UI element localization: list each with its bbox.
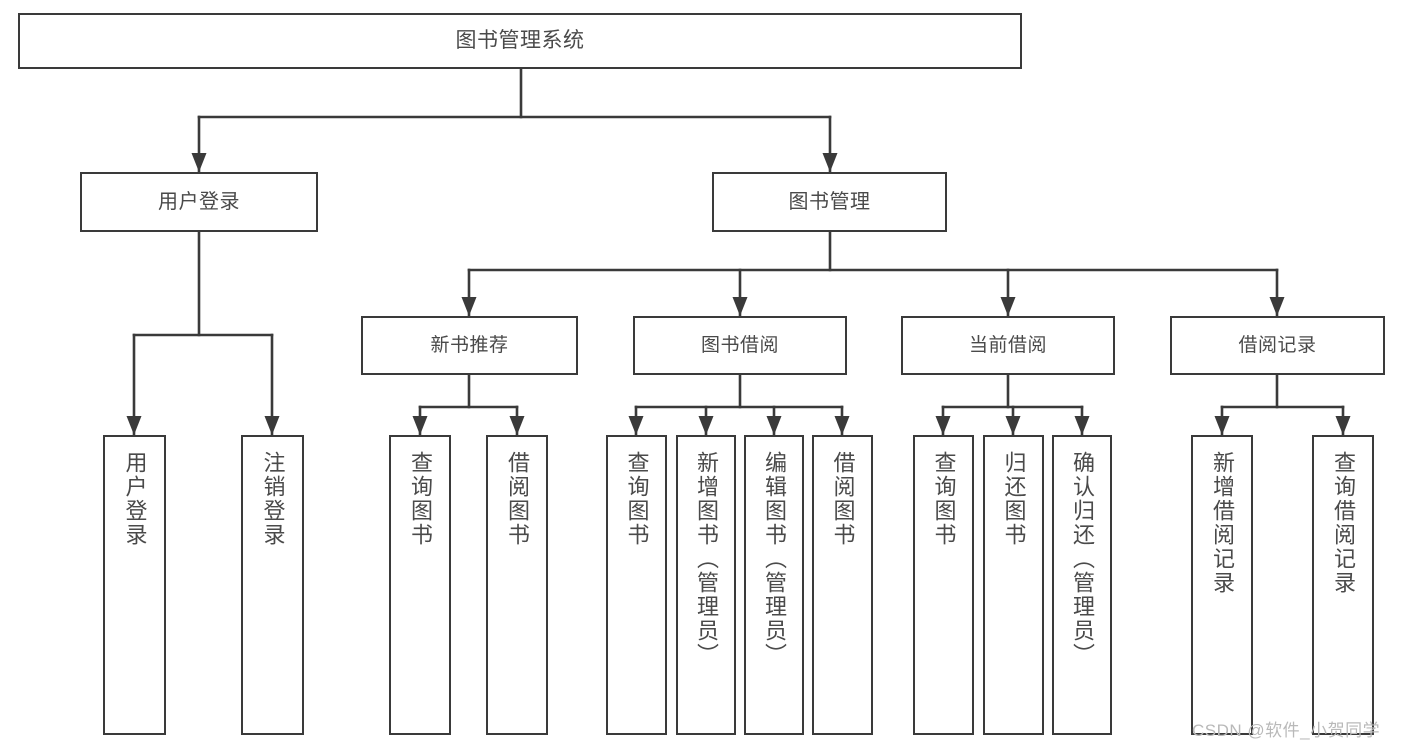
node-label: 借阅记录 (1238, 334, 1317, 356)
arrowhead-records-0 (1214, 416, 1230, 435)
node-label: 归还图书 (1001, 451, 1027, 547)
node-login[interactable]: 用户登录 (80, 172, 318, 232)
arrowhead-current-0 (935, 416, 951, 435)
node-leaf_new_2[interactable]: 借阅图书 (486, 435, 548, 735)
node-leaf_borrow_3[interactable]: 编辑图书（管理员） (744, 435, 804, 735)
arrowhead-login-1 (264, 416, 280, 435)
node-label: 新增图书（管理员） (693, 451, 719, 667)
arrowhead-borrow-0 (628, 416, 644, 435)
node-label: 查询借阅记录 (1330, 451, 1356, 595)
node-leaf_cur_1[interactable]: 查询图书 (913, 435, 974, 735)
arrowhead-bookmgmt-1 (732, 297, 748, 316)
node-borrow[interactable]: 图书借阅 (633, 316, 847, 375)
node-leaf_borrow_1[interactable]: 查询图书 (606, 435, 667, 735)
node-leaf_rec_1[interactable]: 新增借阅记录 (1191, 435, 1253, 735)
node-leaf_login_2[interactable]: 注销登录 (241, 435, 304, 735)
node-leaf_cur_2[interactable]: 归还图书 (983, 435, 1044, 735)
node-label: 借阅图书 (504, 451, 530, 547)
node-leaf_cur_3[interactable]: 确认归还（管理员） (1052, 435, 1112, 735)
node-label: 注销登录 (260, 451, 286, 547)
arrowhead-current-1 (1005, 416, 1021, 435)
arrowhead-borrow-3 (834, 416, 850, 435)
node-label: 用户登录 (122, 451, 148, 547)
node-label: 用户登录 (158, 190, 240, 213)
node-label: 图书借阅 (700, 334, 779, 356)
node-label: 确认归还（管理员） (1069, 451, 1095, 667)
node-records[interactable]: 借阅记录 (1170, 316, 1385, 375)
arrowhead-newbook-1 (509, 416, 525, 435)
arrowhead-bookmgmt-3 (1269, 297, 1285, 316)
arrowhead-borrow-2 (766, 416, 782, 435)
arrowhead-root-1 (822, 153, 838, 172)
node-root[interactable]: 图书管理系统 (18, 13, 1022, 69)
node-label: 图书管理 (788, 190, 871, 213)
arrowhead-root-0 (191, 153, 207, 172)
node-label: 新书推荐 (430, 334, 509, 356)
node-label: 借阅图书 (830, 451, 856, 547)
node-leaf_login_1[interactable]: 用户登录 (103, 435, 166, 735)
arrowhead-bookmgmt-0 (461, 297, 477, 316)
node-label: 图书管理系统 (455, 28, 585, 52)
node-newbook[interactable]: 新书推荐 (361, 316, 578, 375)
node-label: 查询图书 (624, 451, 650, 547)
node-label: 编辑图书（管理员） (761, 451, 787, 667)
arrowhead-bookmgmt-2 (1000, 297, 1016, 316)
node-label: 查询图书 (931, 451, 957, 547)
node-leaf_rec_2[interactable]: 查询借阅记录 (1312, 435, 1374, 735)
node-bookmgmt[interactable]: 图书管理 (712, 172, 947, 232)
node-label: 当前借阅 (968, 334, 1047, 356)
node-leaf_borrow_2[interactable]: 新增图书（管理员） (676, 435, 736, 735)
arrowhead-newbook-0 (412, 416, 428, 435)
node-label: 查询图书 (407, 451, 433, 547)
arrowhead-login-0 (126, 416, 142, 435)
node-current[interactable]: 当前借阅 (901, 316, 1115, 375)
watermark-label: CSDN @软件_小贺同学 (1192, 721, 1381, 740)
node-label: 新增借阅记录 (1209, 451, 1235, 595)
arrowhead-current-2 (1074, 416, 1090, 435)
arrowhead-borrow-1 (698, 416, 714, 435)
arrowhead-records-1 (1335, 416, 1351, 435)
node-leaf_borrow_4[interactable]: 借阅图书 (812, 435, 873, 735)
node-leaf_new_1[interactable]: 查询图书 (389, 435, 451, 735)
